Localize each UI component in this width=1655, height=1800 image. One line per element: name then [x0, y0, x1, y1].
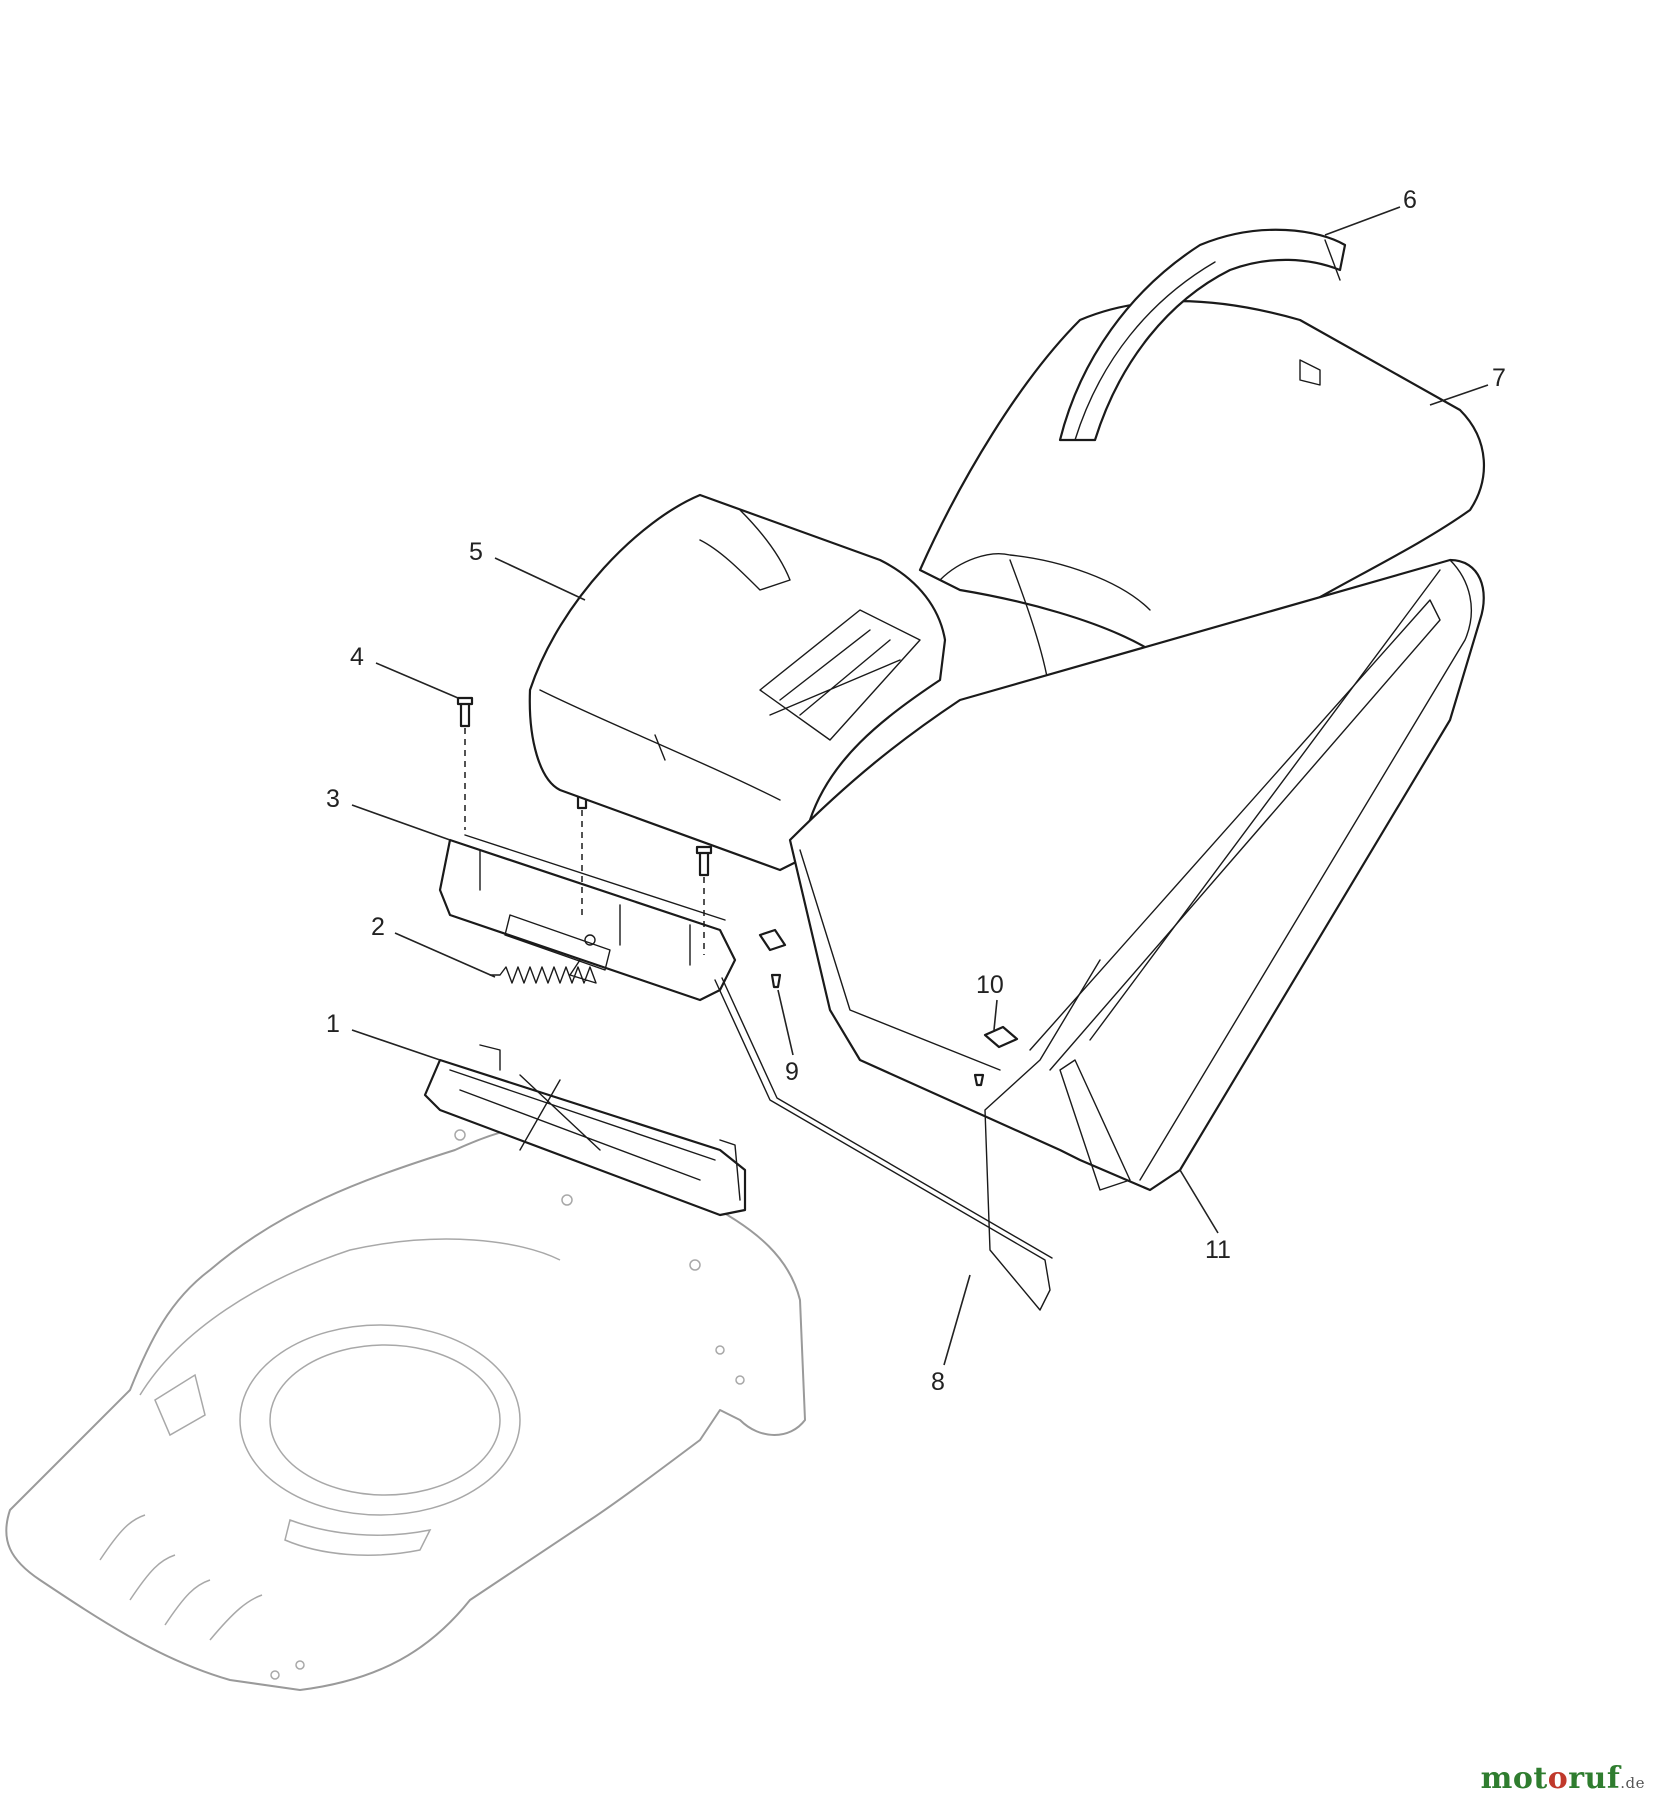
- leader-5: [494, 557, 586, 601]
- watermark-logo: motoruf.de: [1481, 1761, 1645, 1796]
- callout-9: 9: [785, 1058, 799, 1086]
- leader-8: [943, 1274, 971, 1366]
- leader-4: [375, 662, 459, 699]
- callout-4: 4: [350, 643, 364, 671]
- callout-10: 10: [976, 971, 1004, 999]
- leader-11: [1179, 1169, 1219, 1234]
- grass-box-handle: [1058, 228, 1347, 442]
- grass-box-frame: [714, 959, 1101, 1311]
- leader-lines: [351, 206, 1489, 1366]
- torsion-spring: [489, 959, 597, 984]
- leader-10: [993, 999, 998, 1031]
- callout-6: 6: [1403, 186, 1417, 214]
- leader-3: [351, 804, 451, 841]
- callout-3: 3: [326, 785, 340, 813]
- watermark-tld: .de: [1620, 1774, 1645, 1792]
- callout-1: 1: [326, 1010, 340, 1038]
- leader-1: [351, 1029, 441, 1061]
- callout-11: 11: [1205, 1236, 1231, 1264]
- fasteners: [758, 928, 1019, 1087]
- leader-2: [394, 932, 496, 978]
- watermark-part-b: o: [1547, 1761, 1569, 1796]
- mower-deck: [5, 1124, 806, 1691]
- leader-7: [1429, 384, 1489, 406]
- rear-flap-cover: [528, 493, 947, 872]
- watermark-part-c: ruf: [1568, 1761, 1621, 1796]
- callout-numbers: 1 2 3 4 5 6 7 8 9 10 11: [326, 186, 1506, 1396]
- callout-8: 8: [931, 1368, 945, 1396]
- callout-7: 7: [1492, 364, 1506, 392]
- leader-6: [1324, 206, 1401, 236]
- grass-box: [788, 558, 1485, 1192]
- watermark-part-a: mot: [1480, 1761, 1548, 1796]
- leader-9: [777, 989, 794, 1056]
- flap-hinge-bar: [438, 834, 737, 1002]
- callout-5: 5: [469, 538, 483, 566]
- callout-2: 2: [371, 913, 385, 941]
- hinge-bracket: [423, 1044, 747, 1217]
